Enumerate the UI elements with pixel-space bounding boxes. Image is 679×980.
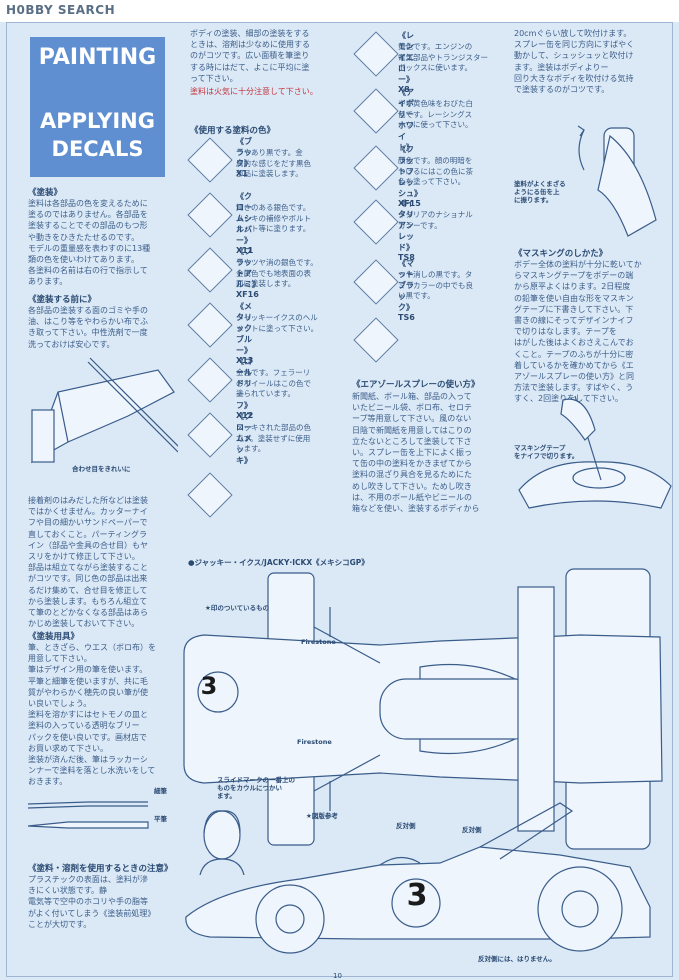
note-slide-mark: スライドマークの一番上の ものをカウルにつかい ます。 bbox=[217, 776, 295, 800]
masking-text: ボデー全体の塗料が十分に乾いてか らマスキングテープをボデーの端 から原平よくは… bbox=[514, 260, 642, 403]
bottom-note: 反対側には、はりません。 bbox=[478, 955, 556, 963]
paint-list-right: 《レモンイエロー》X8 黄色です。エンジンの 電気部品やトランジスター ボックス… bbox=[352, 28, 512, 363]
paint-desc: 金色です。フェラーリ のホイールはこの色で 塗られています。 bbox=[236, 368, 311, 398]
label-opposite-side-front: 反対側 bbox=[396, 822, 416, 830]
paint-swatch-icon bbox=[187, 247, 233, 293]
brushes-illustration bbox=[28, 801, 149, 829]
seam-illustration bbox=[30, 357, 178, 464]
spray-can-illustration bbox=[577, 125, 657, 237]
tools-heading: 《塗装用具》 bbox=[28, 632, 80, 642]
painting-heading: 《塗装》 bbox=[28, 188, 63, 198]
aerosol-heading: 《エアゾールスプレーの使い方》 bbox=[352, 380, 480, 390]
paint-desc: つや消しの黒です。タ ミヤカラーの中でも良 い黒です。 bbox=[398, 270, 473, 300]
masking-caption: マスキングテープ をナイフで切ります。 bbox=[514, 444, 579, 460]
aerosol-text: 新聞紙、ボール箱、部品の入って いたビニール袋、ボロ布、セロテ ープ等用意して下… bbox=[352, 392, 480, 514]
paint-swatch-icon bbox=[353, 199, 399, 245]
caution-heading: 《塗料・溶剤を使用するときの注意》 bbox=[28, 864, 173, 874]
paint-name: 《ゴールドリーフ》X12 bbox=[236, 357, 254, 420]
paint-name: 《イタリアンレッド》TS8 bbox=[398, 199, 415, 262]
intro-text: ボディの塗装、細部の塗装をする ときは、溶剤は少なめに使用する のがコツです。広… bbox=[190, 29, 310, 83]
brand-decal-top-front: Firestone bbox=[301, 638, 336, 646]
label-opposite-side-rear: 反対側 bbox=[462, 826, 482, 834]
paint-desc: メッキされた部品の色 です。塗装せずに使用 します。 bbox=[236, 423, 311, 453]
title-applying: APPLYING bbox=[40, 109, 155, 133]
paint-swatch-icon bbox=[187, 412, 233, 458]
car-diagram bbox=[183, 568, 663, 954]
section-title-box: PAINTING APPLYING DECALS bbox=[30, 37, 165, 177]
fire-warning: 塗料は火気に十分注意して下さい。 bbox=[190, 87, 318, 96]
tools-text: 筆、ときざら、ウエス（ボロ布）を 用意して下さい。 筆はデザイン用の筆を使います… bbox=[28, 643, 156, 787]
paint-name: 《アイボリーホワイト》 bbox=[398, 88, 414, 152]
paint-name: 《クロームシルバー》X11 bbox=[236, 192, 254, 255]
paint-swatch-icon bbox=[187, 137, 233, 183]
paint-swatch-icon bbox=[353, 88, 399, 134]
paint-name: 《レモンイエロー》X8 bbox=[398, 31, 414, 94]
paint-name: 《フラットアルミ》XF16 bbox=[236, 247, 259, 299]
painting-text: 塗料は各部品の色を変えるために 塗るのではありません。各部品を 塗装することでそ… bbox=[28, 199, 151, 287]
title-painting: PAINTING bbox=[38, 45, 157, 70]
paint-swatch-icon bbox=[187, 357, 233, 403]
paint-desc: 顔色です。顔の明暗を つけるにはこの色に茶 色を塗って下さい。 bbox=[398, 156, 473, 186]
paint-name: 《メタリックブルー》X13 bbox=[236, 302, 254, 365]
top-bar: H0BBY SEARCH bbox=[0, 0, 679, 22]
paint-name: 《ブラック》X1 bbox=[236, 137, 252, 178]
page-number: 10 bbox=[333, 972, 342, 980]
paint-swatch-icon bbox=[187, 192, 233, 238]
caution-text: プラスチックの表面は、塗料が滲 きにくい状態です。静 電気等で空中のホコリや手の… bbox=[28, 875, 156, 929]
masking-illustration bbox=[518, 395, 672, 509]
paint-swatch-icon bbox=[353, 259, 399, 305]
race-number-top: 3 bbox=[200, 672, 218, 700]
car-title: ●ジャッキー・イクス/JACKY·ICKX《メキシコGP》 bbox=[188, 558, 369, 567]
paint-name: 《クロームメッキ》 bbox=[236, 412, 252, 465]
paint-desc: イタリアのナショナル カラーです。 bbox=[398, 210, 473, 230]
paint-desc: ジャッキーイクスのヘル メットに塗って下さい。 bbox=[236, 313, 319, 333]
paint-desc: ややツヤ消の銀色です。 金属色でも地表面の表 面に塗装します。 bbox=[236, 258, 318, 288]
paint-swatch-icon bbox=[187, 302, 233, 348]
paint-desc: 黄色です。エンジンの 電気部品やトランジスター ボックスに使います。 bbox=[398, 42, 488, 72]
site-logo[interactable]: H0BBY SEARCH bbox=[6, 3, 116, 17]
before-painting-heading: 《塗装する前に》 bbox=[28, 295, 97, 305]
page-frame bbox=[6, 22, 673, 977]
brush-fine-label: 細筆 bbox=[154, 787, 167, 795]
note-star-items: ★印のついているもの bbox=[205, 604, 270, 612]
before-painting-text: 各部品の塗装する面のゴミや手の 油、はこり等をやわらかい布でふ き取って下さい。… bbox=[28, 306, 148, 349]
note-reference: ★図版参考 bbox=[306, 812, 338, 820]
paint-desc: 輝きのある銀色です。 メッキの補修やボルト ナット等に塗ります。 bbox=[236, 203, 311, 233]
paint-name: 《フラットフレッシュ》XF15 bbox=[398, 145, 421, 208]
brush-flat-label: 平筆 bbox=[154, 815, 167, 823]
masking-heading: 《マスキングのしかた》 bbox=[514, 249, 608, 259]
paint-list-left: 《ブラック》X1 つやあり黒です。金 属的な感じをだす黒色 部品に塗装します。 … bbox=[186, 134, 346, 534]
race-number-side: 3 bbox=[406, 878, 428, 913]
spray-text: 20cmぐらい放して吹付けます。 スプレー缶を同じ方向にすばやく 動かして、シュ… bbox=[514, 29, 635, 95]
paint-swatch-icon bbox=[353, 31, 399, 77]
face-illustration bbox=[199, 810, 245, 875]
brand-decal-bottom-front: Firestone bbox=[297, 738, 332, 746]
paint-swatch-icon bbox=[187, 472, 233, 518]
paint-desc: やや黄色味をおびた白 色です。レーシングス ーツに使って下さい。 bbox=[398, 99, 473, 129]
paint-swatch-icon bbox=[353, 145, 399, 191]
seam-caption: 合わせ目をきれいに bbox=[72, 465, 131, 473]
paint-name: 《マットブラック》TS6 bbox=[398, 259, 415, 322]
title-decals: DECALS bbox=[51, 137, 144, 161]
seam-text: 接着剤のはみだした所などは塗装 ではかくせません。カッターナイ フや目の細かいサ… bbox=[28, 496, 148, 629]
colors-heading: 《使用する塗料の色》 bbox=[190, 126, 276, 136]
paint-desc: つやあり黒です。金 属的な感じをだす黒色 部品に塗装します。 bbox=[236, 148, 311, 178]
spray-caption: 塗料がよくまざる ようにる缶を上 に振ります。 bbox=[514, 180, 566, 204]
